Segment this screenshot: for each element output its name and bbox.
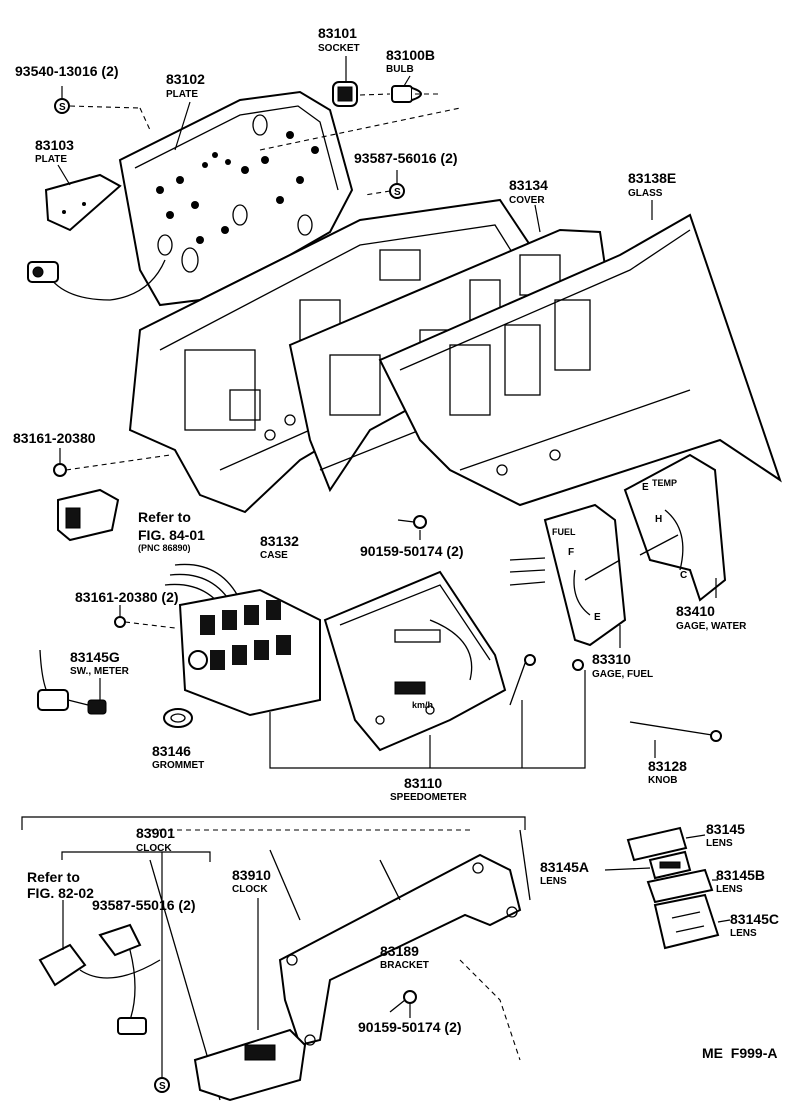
meter-glass: [378, 213, 782, 507]
label-83146: 83146: [152, 743, 191, 759]
label-83145g-desc: SW., METER: [70, 666, 130, 677]
label-83145c-desc: LENS: [730, 928, 757, 939]
socket-83101: [332, 81, 358, 107]
svg-text:E: E: [642, 482, 649, 493]
label-83145g: 83145G: [70, 649, 120, 665]
svg-text:S: S: [394, 187, 401, 198]
lens-83145: [626, 826, 688, 862]
label-83901-desc: CLOCK: [136, 843, 172, 854]
lens-83145a: [648, 850, 692, 880]
svg-text:S: S: [159, 1081, 166, 1092]
screw-90159-b: [389, 990, 417, 1013]
label-83145b-desc: LENS: [716, 884, 743, 895]
label-83102-desc: PLATE: [166, 89, 198, 100]
label-83100b: 83100B: [386, 47, 435, 63]
svg-text:H: H: [655, 514, 662, 525]
screw-symbol-93587-a: S: [389, 183, 405, 199]
meter-wire-harness: [164, 563, 321, 717]
bulb-83161-a: [53, 463, 67, 477]
label-83102: 83102: [166, 71, 205, 87]
refer-fig-82-02-line1: Refer to: [27, 869, 80, 885]
label-83901: 83901: [136, 825, 175, 841]
svg-text:TEMP: TEMP: [652, 478, 677, 488]
label-90159-a: 90159-50174 (2): [360, 543, 464, 559]
label-83132: 83132: [260, 533, 299, 549]
bracket-83189: [278, 853, 522, 1047]
label-83101-desc: SOCKET: [318, 43, 360, 54]
label-83910: 83910: [232, 867, 271, 883]
label-83189: 83189: [380, 943, 419, 959]
label-83103-desc: PLATE: [35, 154, 67, 165]
label-83101: 83101: [318, 25, 357, 41]
refer-fig-82-02-line2: FIG. 82-02: [27, 885, 94, 901]
label-83145a: 83145A: [540, 859, 589, 875]
label-83189-desc: BRACKET: [380, 960, 429, 971]
label-83310-desc: GAGE, FUEL: [592, 669, 653, 680]
water-gauge: E TEMP H C: [623, 453, 727, 602]
knob-83128: [629, 721, 722, 742]
speedometer-screw: [509, 654, 536, 706]
label-83161-b: 83161-20380 (2): [75, 589, 179, 605]
plate-83103: [44, 173, 122, 232]
screw-symbol-93587-b: S: [154, 1077, 170, 1093]
printed-circuit-plate: [118, 90, 354, 307]
label-83134-desc: COVER: [509, 195, 545, 206]
label-83145b: 83145B: [716, 867, 765, 883]
grommet-83146: [163, 708, 193, 728]
meter-switch-83145g: [37, 649, 107, 715]
label-83145-desc: LENS: [706, 838, 733, 849]
label-83128-desc: KNOB: [648, 775, 677, 786]
svg-text:FUEL: FUEL: [552, 527, 576, 537]
label-83146-desc: GROMMET: [152, 760, 204, 771]
speedometer: km/h: [323, 570, 507, 752]
harness-bulb: [27, 259, 166, 301]
label-93587-b: 93587-55016 (2): [92, 897, 196, 913]
bulb-83161-b: [114, 616, 126, 628]
label-83410-desc: GAGE, WATER: [676, 621, 747, 632]
label-90159-b: 90159-50174 (2): [358, 1019, 462, 1035]
label-83138e: 83138E: [628, 170, 676, 186]
label-83161-a: 83161-20380: [13, 430, 96, 446]
refer-fig-84-01-pnc: (PNC 86890): [138, 543, 191, 553]
refer-fig-84-01-line2: FIG. 84-01: [138, 527, 205, 543]
label-93587-a: 93587-56016 (2): [354, 150, 458, 166]
label-83100b-desc: BULB: [386, 64, 414, 75]
svg-text:S: S: [59, 102, 66, 113]
label-83310: 83310: [592, 651, 631, 667]
connector-block: [57, 488, 120, 542]
label-83145: 83145: [706, 821, 745, 837]
label-83103: 83103: [35, 137, 74, 153]
label-83145a-desc: LENS: [540, 876, 567, 887]
screw-symbol-93540: S: [54, 98, 70, 114]
label-83410: 83410: [676, 603, 715, 619]
label-83128: 83128: [648, 758, 687, 774]
svg-text:C: C: [680, 570, 687, 581]
label-83145c: 83145C: [730, 911, 779, 927]
label-83110-desc: SPEEDOMETER: [390, 792, 467, 803]
label-83138e-desc: GLASS: [628, 188, 663, 199]
label-83134: 83134: [509, 177, 548, 193]
label-93540: 93540-13016 (2): [15, 63, 119, 79]
label-83910-desc: CLOCK: [232, 884, 268, 895]
label-83110: 83110: [404, 775, 442, 791]
svg-text:F: F: [568, 547, 574, 558]
refer-fig-84-01-line1: Refer to: [138, 509, 191, 525]
diagram-code: ME F999-A: [702, 1045, 777, 1061]
clock-83910: [193, 1028, 307, 1102]
svg-text:E: E: [594, 612, 601, 623]
lens-83145b: [646, 868, 714, 904]
svg-text:km/h: km/h: [412, 700, 433, 710]
lens-83145c: [653, 893, 720, 950]
label-83132-desc: CASE: [260, 550, 288, 561]
screw-90159-a: [397, 515, 427, 529]
clock-wire-harness: [38, 923, 161, 1035]
fuel-gauge: FUEL F E: [509, 503, 627, 647]
